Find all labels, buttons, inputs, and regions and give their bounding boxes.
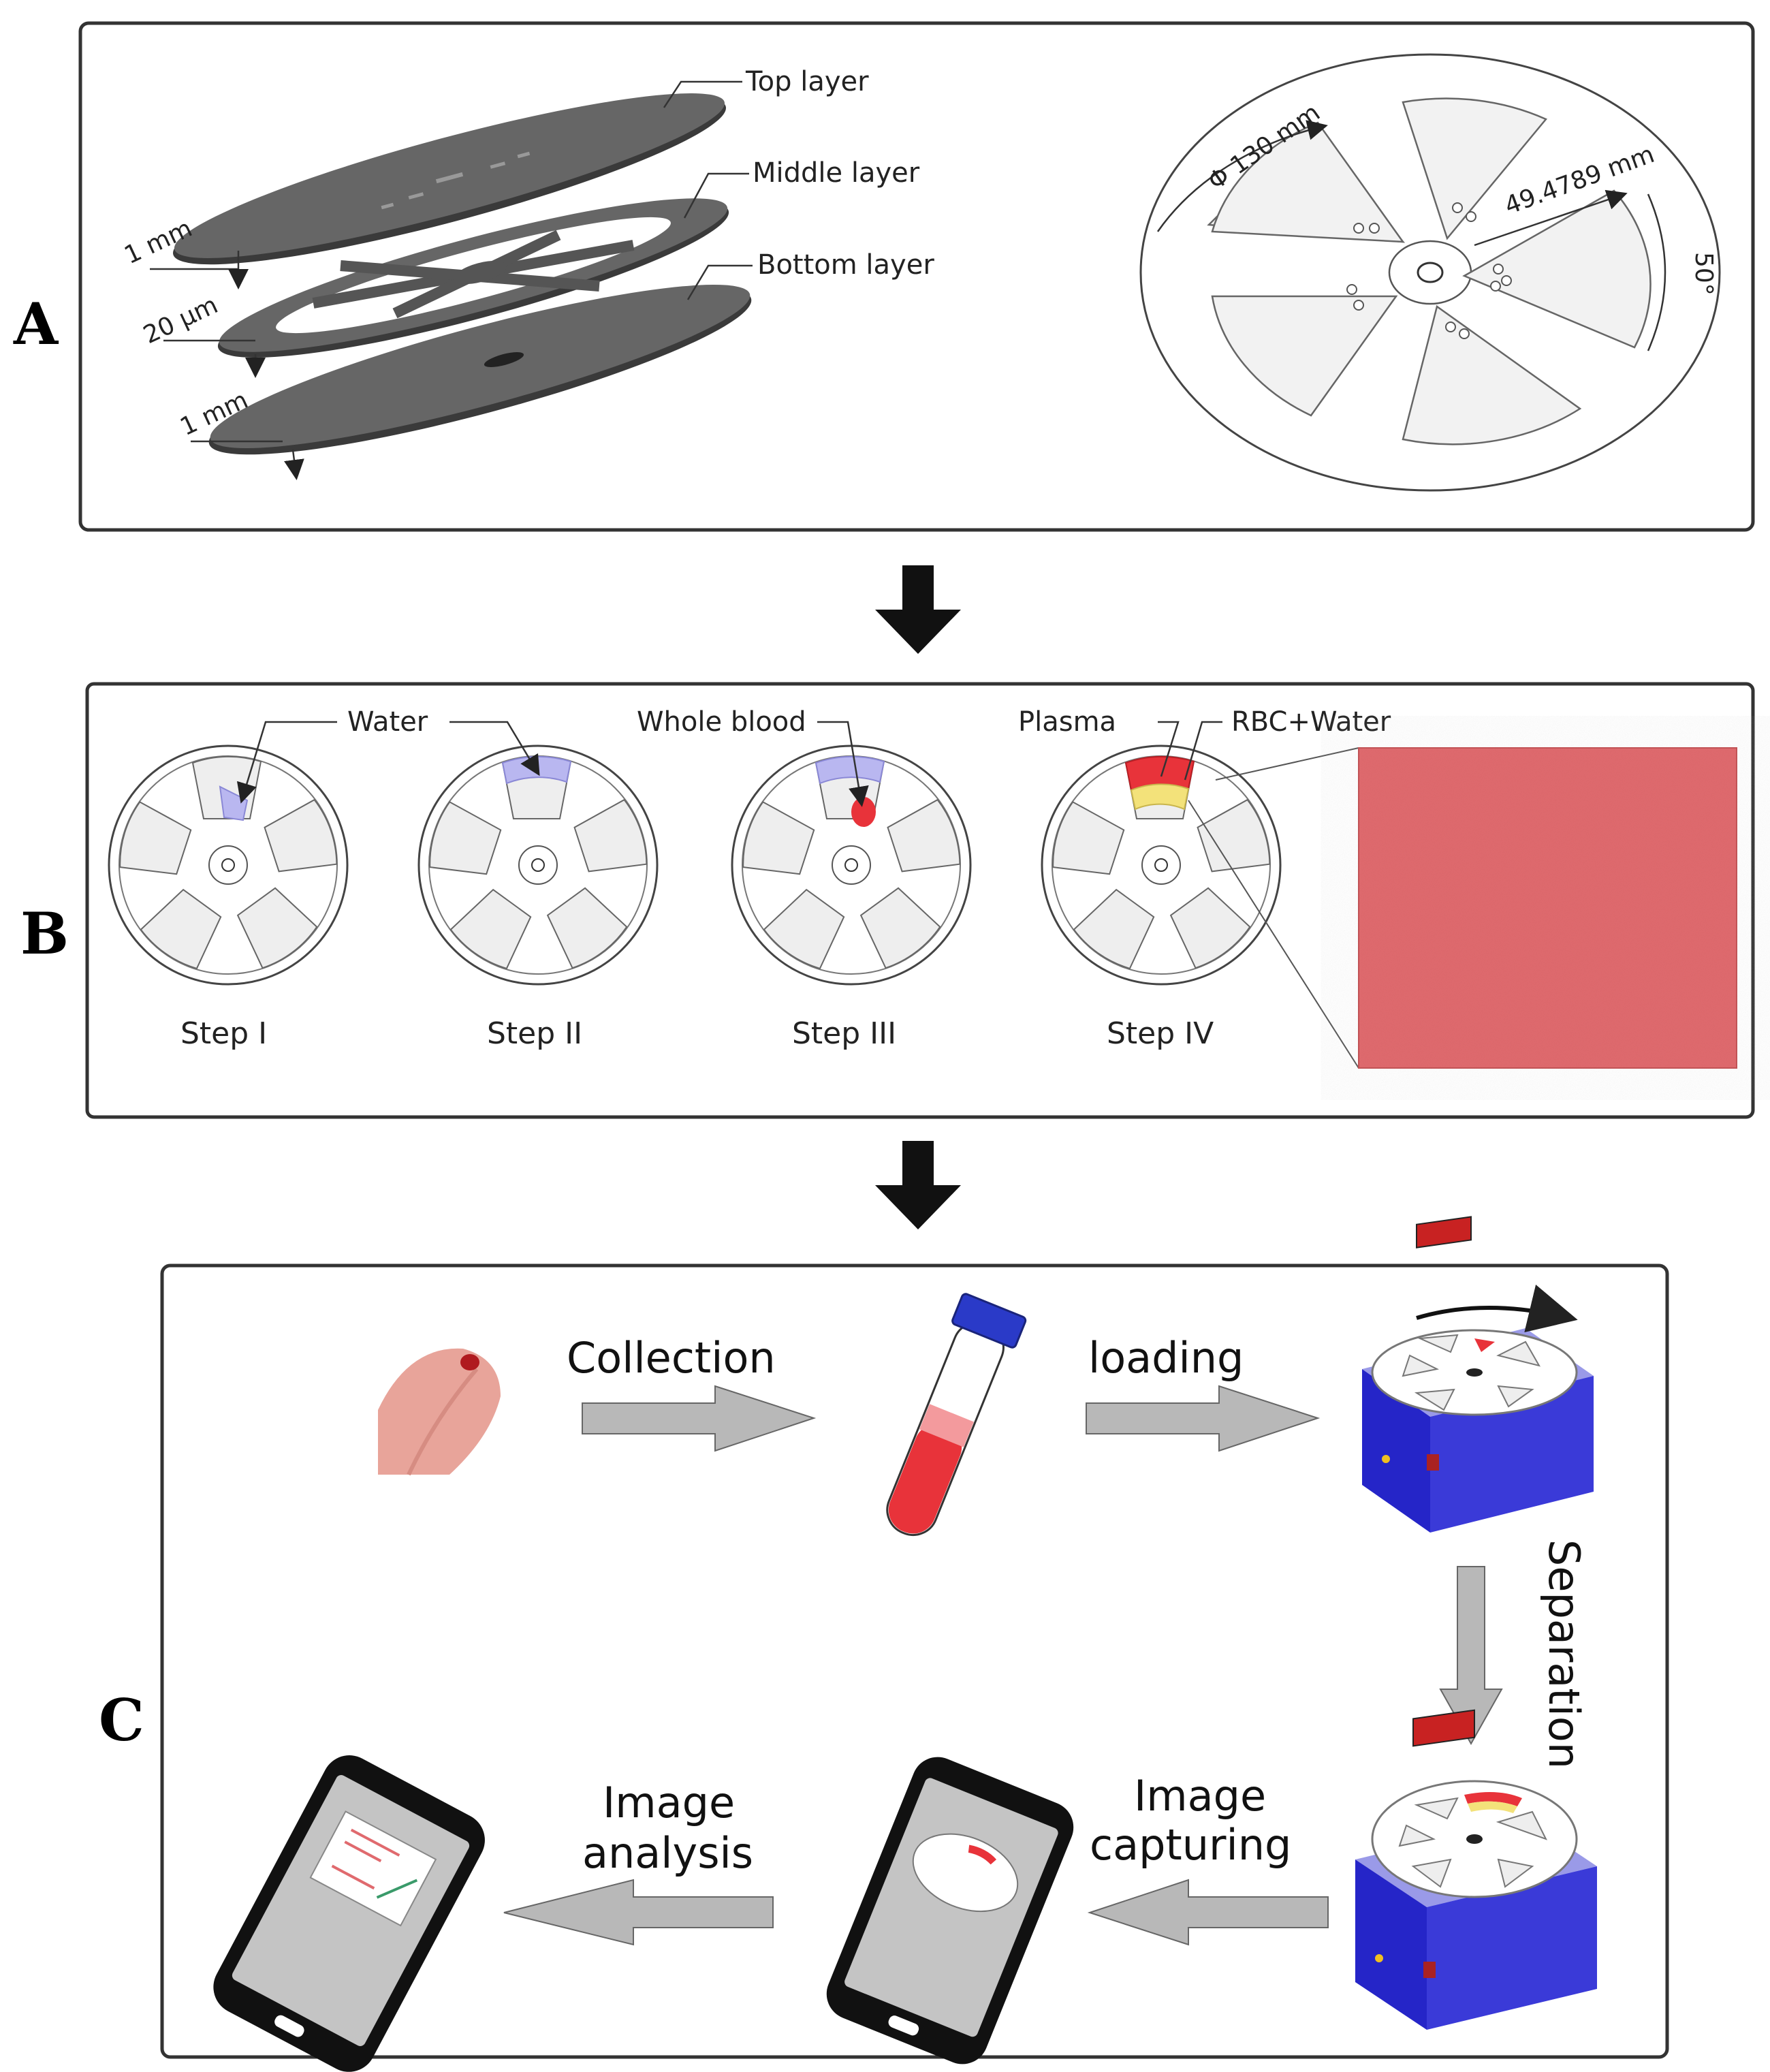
- collection-label: Collection: [567, 1333, 776, 1383]
- blood-droplet: [460, 1354, 479, 1370]
- diameter-arrow: [1156, 120, 1328, 232]
- dimension-disk: Φ 130 mm 49.4789 mm 50°: [1139, 53, 1721, 492]
- top-layer-label: Top layer: [745, 66, 869, 97]
- analysis-label-line2: analysis: [582, 1828, 753, 1878]
- middle-layer: [217, 198, 729, 358]
- panel-c: C Collection loading: [99, 1216, 1669, 2072]
- step-leaders: [236, 721, 1222, 807]
- layer-leaders: [663, 80, 753, 300]
- arrow-a-to-b: [875, 565, 961, 654]
- plasma-zone: [1130, 783, 1190, 811]
- water-label: Water: [347, 706, 428, 738]
- bottom-layer: [208, 285, 752, 455]
- layer-stack: [173, 93, 752, 455]
- top-layer: [173, 93, 726, 265]
- step-2-label: Step II: [487, 1016, 582, 1051]
- tube-cap: [951, 1293, 1027, 1349]
- blood-tube: [886, 1293, 1027, 1537]
- disk-step-2: [417, 744, 659, 986]
- analysis-arrow: [503, 1879, 774, 1946]
- finger-image: [378, 1348, 501, 1476]
- water-fill-3: [815, 755, 885, 785]
- panel-a: A: [13, 21, 1755, 532]
- panel-c-letter: C: [99, 1686, 144, 1754]
- loading-label: loading: [1088, 1333, 1244, 1383]
- bottom-layer-label: Bottom layer: [757, 249, 934, 281]
- angle-arc: [1647, 193, 1666, 351]
- centrifuge-display-2: [1412, 1709, 1475, 1747]
- centrifuge-device-2: [1355, 1709, 1597, 2030]
- separation-label: Separation: [1539, 1539, 1589, 1769]
- loading-arrow: [1086, 1385, 1321, 1452]
- radius-arrow: [1474, 189, 1628, 247]
- collection-arrow: [582, 1385, 817, 1452]
- arrow-b-to-c: [875, 1141, 961, 1229]
- middle-layer-label: Middle layer: [753, 157, 920, 189]
- smartphone-capture: [826, 1757, 1074, 2065]
- rotation-arrow: [1416, 1285, 1578, 1333]
- smartphone-analysis: [213, 1755, 485, 2072]
- disk-step-1: [108, 744, 349, 986]
- whole-blood-label: Whole blood: [637, 706, 806, 738]
- analysis-label-line1: Image: [603, 1778, 735, 1827]
- rbc-water-label: RBC+Water: [1231, 706, 1391, 738]
- zoom-lines: [1188, 747, 1359, 1069]
- step-4-label: Step IV: [1107, 1016, 1214, 1051]
- angle-label: 50°: [1690, 252, 1718, 296]
- thickness-dims: [150, 251, 304, 480]
- step-1-label: Step I: [180, 1016, 267, 1051]
- micrograph-image: [1358, 747, 1737, 1069]
- panel-c-frame: [160, 1263, 1669, 2059]
- panel-a-letter: A: [13, 290, 59, 358]
- centrifuge-display-1: [1416, 1216, 1472, 1249]
- capturing-arrow: [1087, 1879, 1329, 1946]
- capturing-label-line2: capturing: [1090, 1820, 1291, 1870]
- panel-b-letter: B: [20, 900, 69, 967]
- separation-arrow: [1439, 1566, 1503, 1746]
- plasma-label: Plasma: [1018, 706, 1116, 738]
- disk-step-3: [731, 744, 972, 986]
- capturing-label-line1: Image: [1134, 1771, 1266, 1821]
- step-3-label: Step III: [792, 1016, 896, 1051]
- panel-b: B Water Whole blood Plasma: [20, 682, 1755, 1119]
- blood-drop-3: [851, 797, 876, 827]
- centrifuge-device-1: [1362, 1216, 1594, 1533]
- disk-step-4: [1041, 744, 1282, 986]
